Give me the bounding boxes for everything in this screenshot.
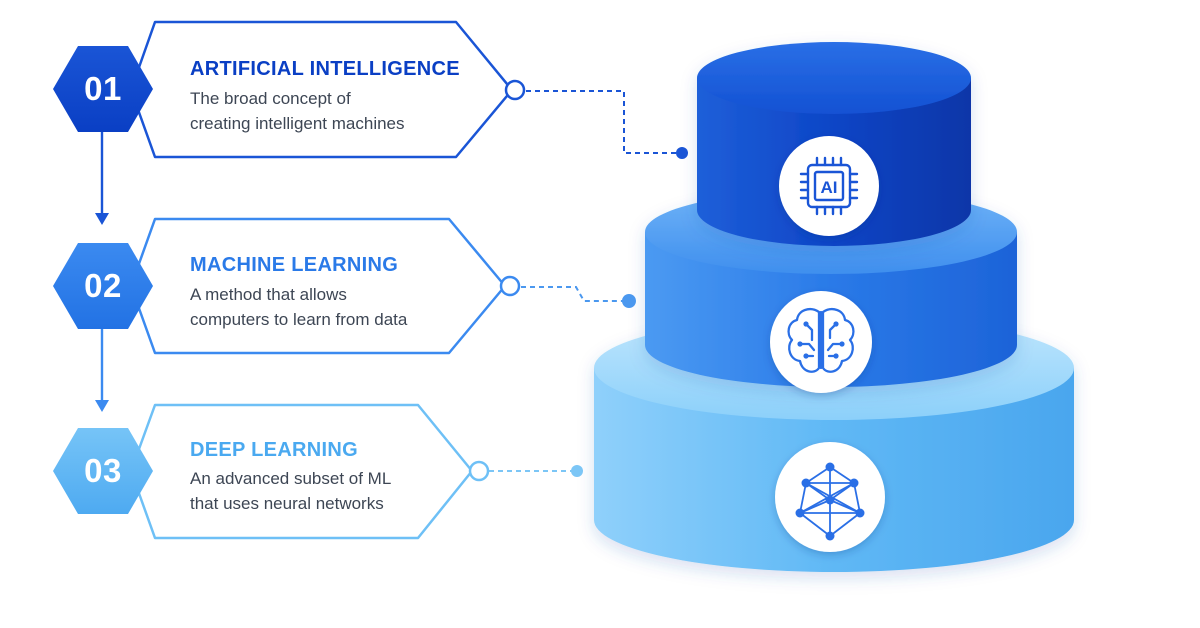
card-artificial-intelligence [53,20,526,159]
connector-02 [521,286,636,308]
chip-label: AI [821,178,838,197]
step-badge-01 [53,46,153,132]
connector-01 [526,90,688,159]
title-deep-learning: DEEP LEARNING [190,439,359,461]
title-machine-learning: MACHINE LEARNING [190,254,399,276]
step-number-03: 03 [84,452,122,489]
description-artificial-intelligence: The broad concept of creating intelligen… [190,86,490,136]
step-number-02: 02 [84,267,122,304]
brain-circuit-icon [770,291,872,393]
card-deep-learning [53,403,490,540]
description-line: that uses neural networks [190,494,384,513]
card-machine-learning [53,217,521,355]
step-badge-03 [53,428,153,514]
ai-chip-icon: AI [779,136,879,236]
connector-03 [489,465,583,477]
description-deep-learning: An advanced subset of ML that uses neura… [190,466,490,516]
description-machine-learning: A method that allows computers to learn … [190,282,490,332]
description-line: A method that allows [190,285,347,304]
description-line: computers to learn from data [190,310,408,329]
description-line: creating intelligent machines [190,114,405,133]
title-artificial-intelligence: ARTIFICIAL INTELLIGENCE [190,58,460,80]
neural-network-icon [775,442,885,552]
description-line: The broad concept of [190,89,351,108]
step-badge-02 [53,243,153,329]
flow-arrow-02-03 [95,329,109,412]
step-number-01: 01 [84,70,122,107]
description-line: An advanced subset of ML [190,469,392,488]
flow-arrow-01-02 [95,132,109,225]
